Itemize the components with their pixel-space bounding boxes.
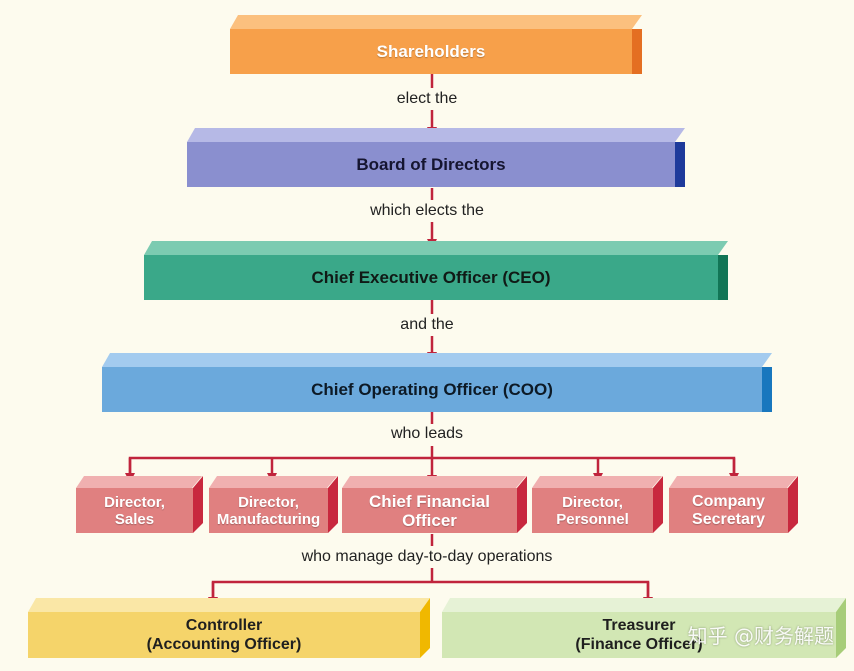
cfo-label: Chief Financial Officer: [342, 488, 517, 533]
connector-who-manage: who manage day-to-day operations: [301, 548, 553, 565]
director-manufacturing-label: Director, Manufacturing: [209, 488, 328, 533]
board-box: Board of Directors: [187, 128, 687, 188]
company-secretary-label: Company Secretary: [669, 488, 788, 533]
treasurer-box: Treasurer (Finance Officer): [442, 598, 848, 660]
connector-elect: elect the: [396, 90, 458, 107]
connector-and-the: and the: [400, 316, 454, 333]
coo-label: Chief Operating Officer (COO): [102, 367, 762, 412]
connector-which-elects: which elects the: [370, 202, 484, 219]
board-label: Board of Directors: [187, 142, 675, 187]
director-sales-label: Director, Sales: [76, 488, 193, 533]
shareholders-label: Shareholders: [230, 29, 632, 74]
connector-who-leads: who leads: [390, 425, 464, 442]
controller-box: Controller (Accounting Officer): [28, 598, 432, 660]
director-personnel-label: Director, Personnel: [532, 488, 653, 533]
ceo-box: Chief Executive Officer (CEO): [144, 241, 730, 301]
coo-box: Chief Operating Officer (COO): [102, 353, 774, 413]
director-personnel-box: Director, Personnel: [532, 476, 664, 534]
company-secretary-box: Company Secretary: [669, 476, 799, 534]
director-manufacturing-box: Director, Manufacturing: [209, 476, 339, 534]
ceo-label: Chief Executive Officer (CEO): [144, 255, 718, 300]
cfo-box: Chief Financial Officer: [342, 476, 528, 534]
director-sales-box: Director, Sales: [76, 476, 204, 534]
watermark-text: 知乎 @财务解题: [687, 624, 834, 648]
treasurer-label: Treasurer (Finance Officer): [442, 612, 836, 658]
controller-label: Controller (Accounting Officer): [28, 612, 420, 658]
shareholders-box: Shareholders: [230, 15, 644, 75]
